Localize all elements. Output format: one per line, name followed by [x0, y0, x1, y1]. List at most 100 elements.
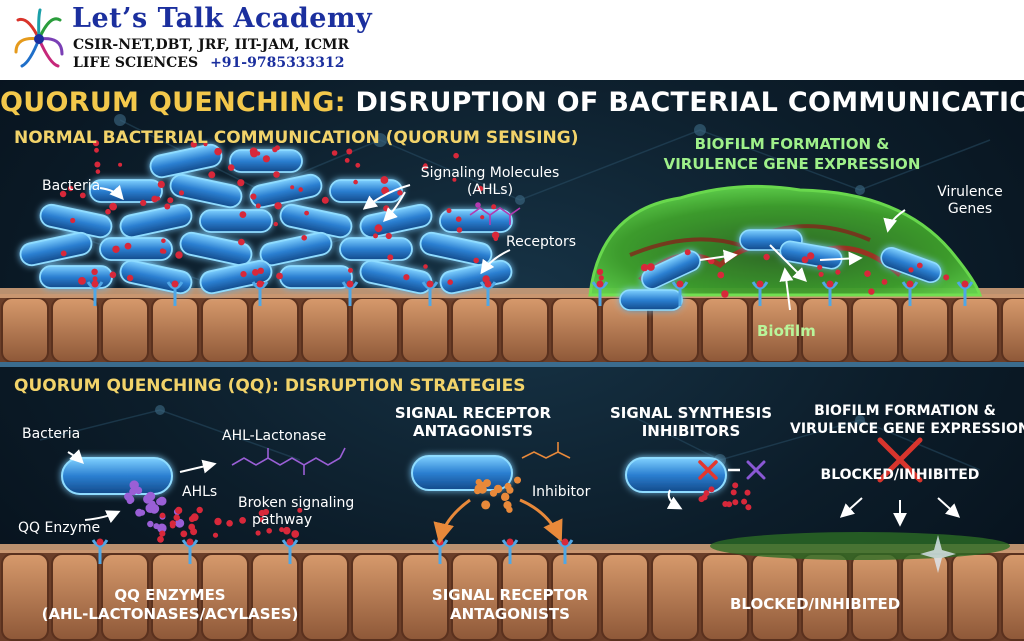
signal-molecule — [180, 530, 188, 538]
signal-molecule — [175, 251, 183, 259]
signaling-label-line1: Signaling Molecules — [420, 165, 560, 181]
bacterium-icon — [641, 250, 701, 290]
signal-molecule — [726, 501, 733, 508]
signal-molecule — [447, 279, 454, 285]
footer-antagonist-line1: SIGNAL RECEPTOR — [431, 586, 589, 604]
tissue-cell — [951, 297, 999, 363]
bacterium-icon — [39, 203, 113, 239]
signal-molecule — [864, 270, 871, 277]
signal-molecule — [283, 526, 291, 535]
ahl-lactonase-label: AHL-Lactonase — [222, 428, 327, 444]
signal-molecule — [480, 215, 485, 220]
signal-molecule — [348, 267, 353, 273]
synthesis-heading-line2: INHIBITORS — [641, 422, 741, 440]
illustration-svg — [0, 114, 1024, 641]
bacterium-icon — [119, 203, 193, 239]
inhibitor-dot — [501, 494, 508, 501]
virulence-label-line1: Virulence — [937, 184, 1003, 200]
bacterium-icon — [89, 179, 163, 203]
signal-molecule — [801, 256, 809, 264]
receptor-icon — [671, 280, 689, 306]
signal-molecule — [473, 257, 480, 264]
signal-molecule — [273, 171, 280, 178]
qq-enzyme-dot — [128, 496, 135, 503]
tissue-cell — [501, 553, 549, 641]
bottom-tissue — [0, 532, 1024, 641]
signal-molecule — [397, 190, 403, 196]
inhibitor-dots — [474, 476, 521, 513]
signal-molecule — [105, 208, 111, 215]
receptor-icon — [421, 280, 439, 306]
molecule-structure-icon — [469, 202, 521, 225]
signal-molecule — [387, 254, 394, 261]
tissue-cell — [901, 553, 949, 641]
receptor-icon — [501, 538, 519, 564]
signal-molecule — [259, 517, 264, 523]
signal-molecule — [453, 152, 459, 159]
tissue-cell — [51, 553, 99, 641]
tissue-cell — [551, 553, 599, 641]
inhibitor-arrows — [433, 498, 563, 545]
tissue-cell — [551, 297, 599, 363]
tissue-cell — [101, 297, 149, 363]
signal-molecule — [304, 210, 309, 216]
signal-molecule — [94, 147, 99, 153]
signal-molecule — [491, 231, 500, 239]
signal-molecule — [95, 169, 101, 174]
signal-molecule — [266, 528, 273, 534]
signal-molecule — [381, 186, 389, 195]
bacterium-icon — [249, 173, 323, 209]
signal-molecule — [477, 185, 484, 192]
receptor-icon — [281, 538, 299, 564]
tissue-cell — [301, 297, 349, 363]
footer-blocked: BLOCKED/INHIBITED — [730, 595, 901, 613]
tissue-cell — [401, 297, 449, 363]
signal-molecule — [835, 269, 841, 275]
signal-molecule — [647, 263, 655, 271]
top-biofilm-heading-line2: VIRULENCE GENE EXPRESSION — [663, 155, 921, 173]
logo-icon — [14, 8, 64, 68]
infographic-canvas: QUORUM QUENCHING: DISRUPTION OF BACTERIA… — [0, 80, 1024, 641]
signal-molecule — [730, 489, 737, 496]
bacterium-icon — [199, 209, 273, 233]
bacterium-icon — [99, 237, 173, 261]
signal-molecule — [140, 199, 147, 206]
signal-molecule — [203, 142, 208, 147]
signal-molecule — [276, 272, 283, 280]
inhibitor-dot — [504, 482, 512, 490]
signal-molecule — [157, 536, 164, 543]
receptor-icon — [341, 280, 359, 306]
bottom-section-heading: QUORUM QUENCHING (QQ): DISRUPTION STRATE… — [14, 376, 526, 396]
bacterium-icon — [61, 457, 173, 495]
signal-molecule — [817, 264, 823, 270]
signal-molecule — [491, 204, 497, 210]
tissue-cell — [851, 297, 899, 363]
bottom-signals — [157, 482, 752, 543]
contact-line: LIFE SCIENCES+91-9785333312 — [73, 55, 345, 71]
page-title: QUORUM QUENCHING: DISRUPTION OF BACTERIA… — [0, 87, 1024, 118]
signal-molecule — [374, 224, 383, 233]
bacterium-icon — [279, 265, 353, 289]
blocked-label: BLOCKED/INHIBITED — [820, 467, 980, 483]
qq-enzyme-dot — [153, 523, 160, 530]
inhibitor-dot — [506, 506, 513, 513]
signal-molecule — [208, 171, 216, 179]
block-x-icon — [698, 437, 923, 483]
synthesis-heading-line1: SIGNAL SYNTHESIS — [609, 404, 773, 422]
signal-molecule — [91, 268, 98, 275]
tissue-cell — [601, 553, 649, 641]
qq-enzyme-dot — [157, 523, 167, 533]
receptor-icon — [956, 280, 974, 306]
receptors-label: Receptors — [506, 234, 577, 250]
antagonist-heading-line2: ANTAGONISTS — [413, 422, 533, 440]
signal-molecule — [385, 232, 392, 240]
qq-enzyme-dot — [157, 496, 167, 506]
signal-molecule — [698, 496, 705, 503]
signal-molecule — [190, 141, 197, 148]
academy-name: Let’s Talk Academy — [72, 3, 373, 34]
inhibitor-dot — [474, 484, 483, 492]
signal-molecule — [60, 250, 67, 257]
title-accent: QUORUM QUENCHING: — [0, 87, 346, 118]
signal-molecule — [112, 245, 120, 253]
signal-molecule — [745, 504, 752, 511]
